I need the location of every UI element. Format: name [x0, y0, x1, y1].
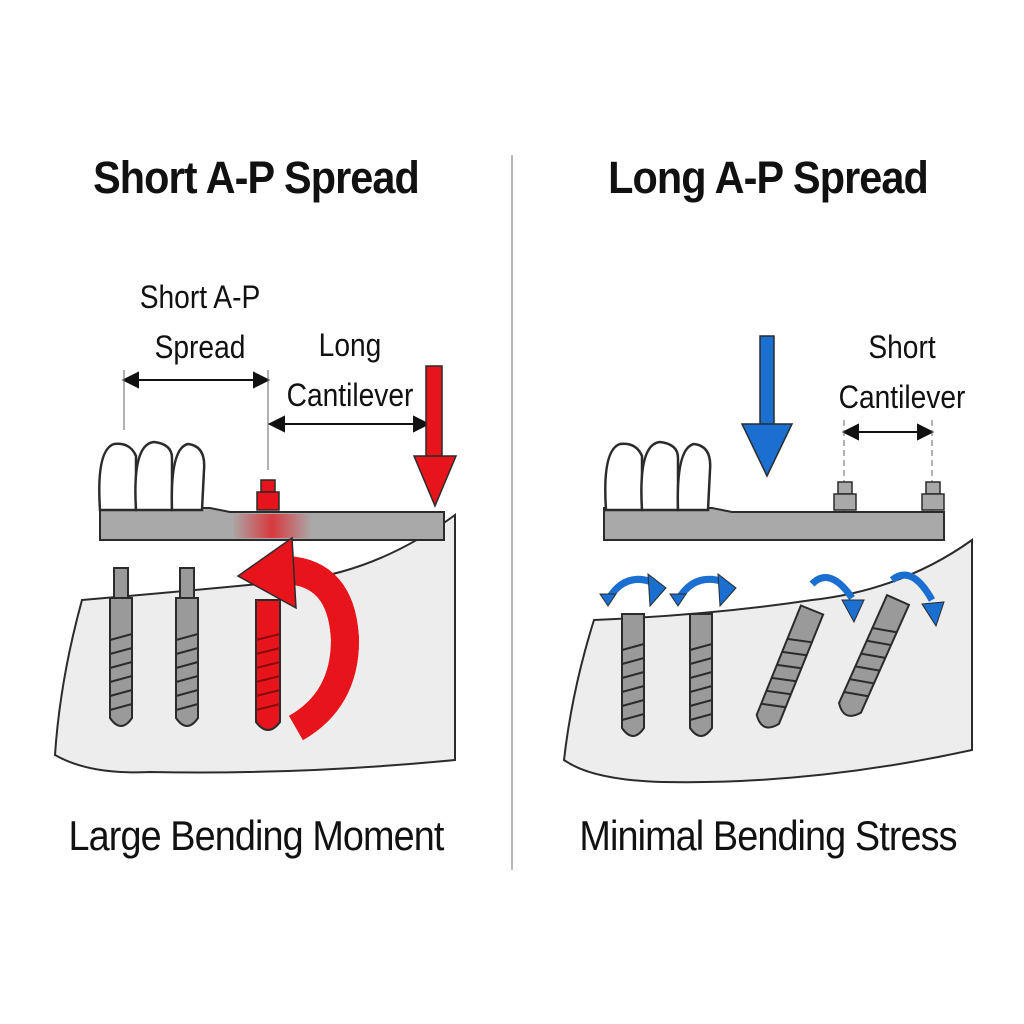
cantilever-label: Long Cantilever: [262, 320, 438, 420]
prosthetic-bar: [603, 507, 945, 541]
panel-title: Long A-P Spread: [608, 152, 929, 203]
spread-label: Short A-P Spread: [112, 272, 288, 372]
stress-glow: [232, 514, 312, 538]
red-abutment: [256, 479, 280, 511]
spread-dimension: [121, 370, 271, 470]
implant-1: [109, 567, 133, 727]
panel-caption: Large Bending Moment: [68, 812, 445, 859]
cantilever-label-line2: Cantilever: [838, 379, 966, 415]
abutments: [833, 481, 945, 511]
cantilever-label-line2: Cantilever: [286, 377, 414, 413]
stressed-implant: [255, 599, 281, 731]
small-arrowheads: [599, 572, 945, 628]
load-arrow-icon: [740, 335, 794, 478]
short-ap-spread-panel: Short A-P Spread Short A-P Spread Long C…: [53, 152, 458, 859]
cantilever-dimension: [841, 420, 935, 540]
angled-implant-1: [755, 604, 825, 729]
panel-title: Short A-P Spread: [93, 152, 420, 203]
implant-1: [621, 613, 645, 737]
implant-2: [689, 613, 713, 737]
cantilever-label-line1: Short: [868, 329, 936, 365]
angled-implant-2: [837, 593, 911, 717]
load-arrow-icon: [412, 365, 458, 508]
teeth: [98, 440, 206, 512]
cantilever-label-line1: Long: [318, 327, 382, 363]
panel-divider: [511, 155, 513, 870]
long-ap-spread-panel: Long A-P Spread Short Cantilever: [512, 0, 1024, 1024]
bending-moment-arrow: [236, 536, 360, 741]
teeth: [604, 440, 712, 512]
cantilever-dimension: [267, 415, 431, 433]
short-spread-diagram: [53, 365, 458, 774]
panel-caption: Minimal Bending Stress: [579, 812, 957, 859]
long-spread-diagram: [562, 335, 973, 784]
spread-label-line2: Spread: [154, 329, 246, 365]
jaw-bone: [562, 538, 973, 784]
cantilever-label: Short Cantilever: [814, 322, 990, 422]
spread-label-line1: Short A-P: [139, 279, 261, 315]
implant-2: [175, 567, 199, 727]
